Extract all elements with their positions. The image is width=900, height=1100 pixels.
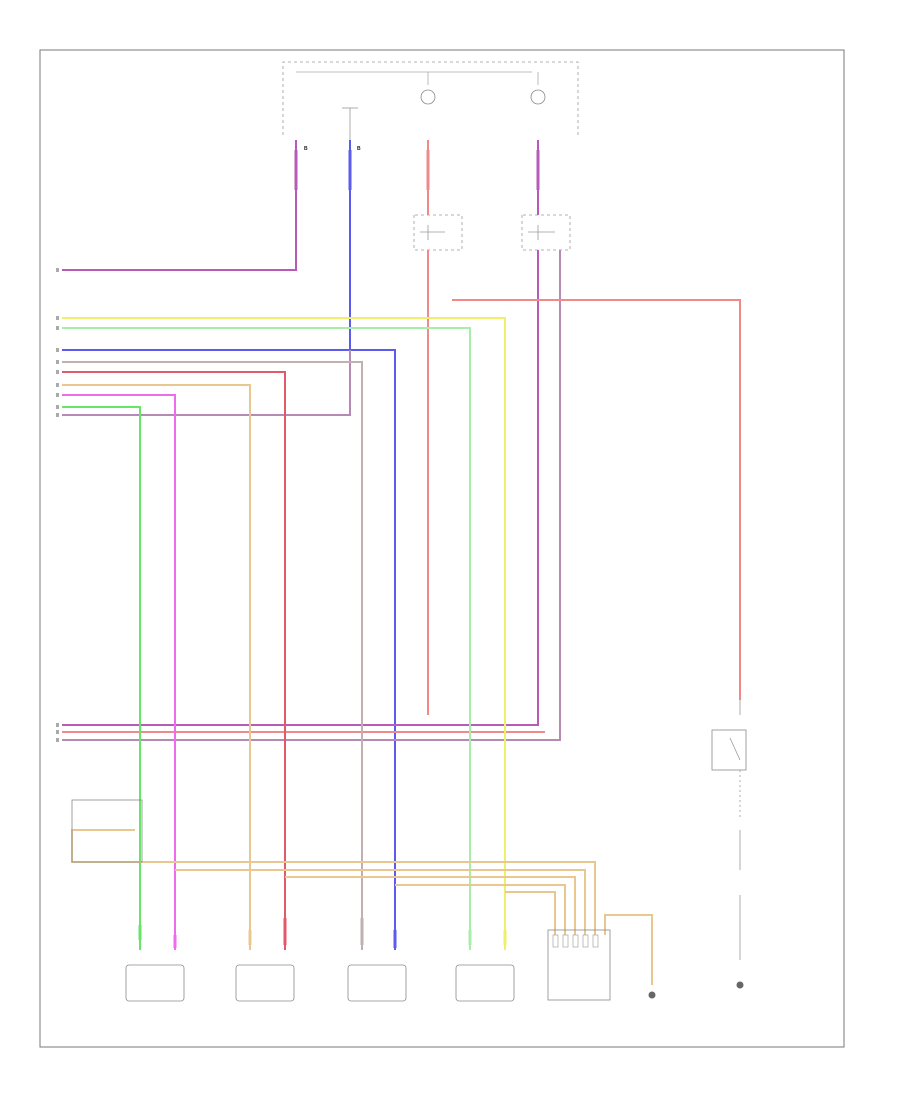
pin-label-b-left: B — [304, 146, 308, 152]
relay-left — [413, 214, 463, 251]
top-control-module — [282, 61, 579, 140]
switch-box-left — [71, 799, 143, 863]
motor-right-rear — [455, 964, 515, 1002]
motor-right-front — [235, 964, 295, 1002]
diagram-frame — [39, 49, 845, 1048]
wire-light-green — [62, 327, 471, 950]
wire-pink-right-loop — [452, 299, 741, 700]
wire-violet-relay-right — [62, 140, 539, 726]
motor-left-front — [125, 964, 185, 1002]
wire-grey-mid — [62, 361, 363, 950]
wire-mauve-relay-right — [62, 250, 561, 741]
right-switch-chain — [711, 700, 747, 989]
lamp-icon — [420, 89, 436, 105]
wire-tan-bus-5 — [505, 891, 556, 935]
connector-pins — [552, 934, 599, 948]
motor-left-rear — [347, 964, 407, 1002]
wire-violet-top-left — [62, 140, 297, 271]
connector-block — [547, 929, 611, 1001]
ground-point-icon — [736, 981, 744, 989]
wire-mauve-ground — [62, 350, 351, 416]
wire-tan-bus-4 — [395, 884, 566, 935]
wire-tan — [62, 384, 251, 950]
wire-tan-loop — [71, 829, 135, 863]
ground-point-icon — [648, 991, 656, 999]
relay-right-lower — [711, 729, 747, 771]
wire-end-markers — [56, 268, 59, 742]
wire-green — [62, 406, 141, 950]
motor-stubs — [138, 150, 540, 948]
relay-right — [521, 214, 571, 251]
wire-magenta — [62, 394, 176, 950]
wire-tan-bus-2 — [175, 869, 586, 935]
pin-label-b-right: B — [357, 146, 361, 152]
wire-yellow — [62, 317, 506, 950]
wire-tan-bus-3 — [285, 876, 576, 935]
wire-tan-right — [604, 914, 653, 985]
wire-group — [62, 140, 741, 985]
motor-row — [125, 929, 656, 1002]
lamp-icon — [530, 89, 546, 105]
wire-red — [62, 371, 286, 950]
wire-blue — [62, 140, 396, 950]
wire-tan-bus — [75, 861, 596, 935]
